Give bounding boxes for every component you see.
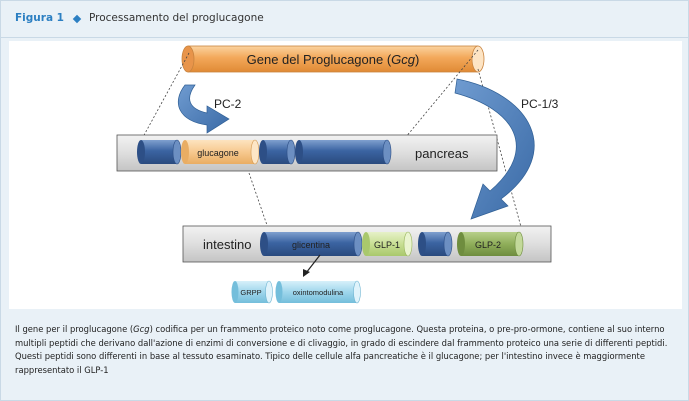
glp2-label: GLP-2 xyxy=(475,240,501,250)
oxintomodulina-segment: oxintomodulina xyxy=(275,280,361,304)
glp2-segment: GLP-2 xyxy=(457,231,524,257)
pancreas-blue-segment-1 xyxy=(137,139,182,165)
figure-title: Processamento del proglucagone xyxy=(89,12,264,24)
glp1-segment: GLP-1 xyxy=(362,231,413,257)
glicentina-segment: glicentina xyxy=(260,231,363,257)
intestino-blue-segment xyxy=(418,231,453,257)
figure-caption: Il gene per il proglucagone (Gcg) codifi… xyxy=(15,324,668,375)
pc2-arrow: PC-2 xyxy=(177,84,242,134)
diamond-icon xyxy=(72,14,82,24)
oxintomodulina-label: oxintomodulina xyxy=(293,288,344,297)
glucagone-label: glucagone xyxy=(197,148,239,158)
grpp-label: GRPP xyxy=(240,288,261,297)
pancreas-blue-segment-3 xyxy=(295,139,392,165)
glucagone-segment: glucagone xyxy=(181,139,260,165)
pancreas-bar: glucagone pancreas xyxy=(116,134,498,172)
diagram-svg: Gene del Proglucagone (Gcg) PC-2 PC-1/3 xyxy=(116,45,559,304)
pancreas-label: pancreas xyxy=(415,146,469,161)
figure-label: Figura 1 xyxy=(15,12,64,24)
glicentina-arrow xyxy=(303,254,321,277)
pc13-arrow: PC-1/3 xyxy=(454,78,559,220)
gene-label: Gene del Proglucagone (Gcg) xyxy=(247,52,420,67)
pancreas-blue-segment-2 xyxy=(259,139,296,165)
intestino-label: intestino xyxy=(203,237,251,252)
intestino-bar: intestino glicentina GLP-1 xyxy=(182,225,552,263)
pc13-label: PC-1/3 xyxy=(521,97,559,111)
glicentina-label: glicentina xyxy=(292,240,330,250)
diagram-panel: Gene del Proglucagone (Gcg) PC-2 PC-1/3 xyxy=(9,41,682,309)
pc2-label: PC-2 xyxy=(214,97,242,111)
glp1-label: GLP-1 xyxy=(374,240,400,250)
figure-header: Figura 1 Processamento del proglucagone xyxy=(1,1,688,38)
gene-cylinder: Gene del Proglucagone (Gcg) xyxy=(181,45,485,73)
grpp-segment: GRPP xyxy=(231,280,273,304)
